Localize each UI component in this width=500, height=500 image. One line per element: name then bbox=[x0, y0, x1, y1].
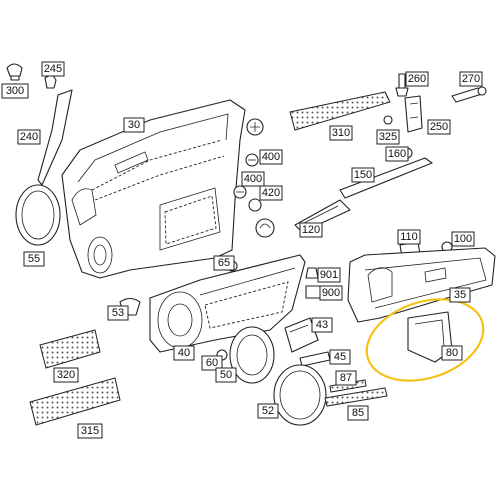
label-245[interactable]: 245 bbox=[41, 61, 65, 77]
svg-text:45: 45 bbox=[334, 351, 346, 363]
label-35[interactable]: 35 bbox=[449, 287, 471, 303]
label-901[interactable]: 901 bbox=[317, 267, 341, 283]
label-400-upper[interactable]: 400 bbox=[259, 149, 283, 165]
svg-text:315: 315 bbox=[81, 425, 99, 437]
svg-text:53: 53 bbox=[112, 307, 124, 319]
part-armrest-trim-150[interactable] bbox=[339, 157, 433, 199]
label-30[interactable]: 30 bbox=[123, 117, 145, 133]
svg-text:320: 320 bbox=[57, 369, 75, 381]
part-door-panel-40[interactable] bbox=[149, 254, 306, 353]
label-300[interactable]: 300 bbox=[1, 83, 29, 99]
label-100[interactable]: 100 bbox=[451, 231, 475, 247]
label-55[interactable]: 55 bbox=[23, 251, 45, 267]
svg-text:900: 900 bbox=[322, 287, 340, 299]
label-110[interactable]: 110 bbox=[397, 229, 421, 245]
svg-text:901: 901 bbox=[320, 269, 338, 281]
svg-text:300: 300 bbox=[6, 85, 24, 97]
label-400-lower[interactable]: 400 bbox=[241, 171, 265, 187]
svg-text:30: 30 bbox=[128, 119, 140, 131]
label-43[interactable]: 43 bbox=[311, 317, 333, 333]
label-40[interactable]: 40 bbox=[173, 345, 195, 361]
part-switch-400-lower[interactable] bbox=[233, 185, 247, 199]
svg-text:65: 65 bbox=[218, 257, 230, 269]
label-420[interactable]: 420 bbox=[259, 185, 283, 201]
label-65[interactable]: 65 bbox=[213, 255, 235, 271]
part-bracket-250[interactable] bbox=[404, 95, 423, 133]
label-900[interactable]: 900 bbox=[319, 285, 343, 301]
part-speaker-ring-52[interactable] bbox=[273, 364, 327, 426]
svg-text:87: 87 bbox=[340, 372, 352, 384]
label-53[interactable]: 53 bbox=[107, 305, 129, 321]
label-85[interactable]: 85 bbox=[347, 405, 369, 421]
part-grille-320[interactable] bbox=[39, 329, 101, 369]
svg-text:50: 50 bbox=[220, 369, 232, 381]
part-strip-85[interactable] bbox=[324, 387, 388, 407]
svg-text:245: 245 bbox=[44, 63, 62, 75]
svg-text:52: 52 bbox=[262, 405, 274, 417]
label-60[interactable]: 60 bbox=[201, 355, 223, 371]
part-screw-325[interactable] bbox=[383, 115, 393, 125]
label-45[interactable]: 45 bbox=[329, 349, 351, 365]
part-rear-door-panel-35[interactable] bbox=[347, 247, 496, 323]
label-250[interactable]: 250 bbox=[427, 119, 451, 135]
label-320[interactable]: 320 bbox=[53, 367, 79, 383]
svg-text:160: 160 bbox=[388, 148, 406, 160]
label-270[interactable]: 270 bbox=[459, 71, 483, 87]
label-315[interactable]: 315 bbox=[77, 423, 103, 439]
svg-text:260: 260 bbox=[408, 73, 426, 85]
svg-text:120: 120 bbox=[302, 224, 320, 236]
label-325[interactable]: 325 bbox=[376, 129, 400, 145]
part-grille-310[interactable] bbox=[289, 91, 391, 131]
label-87[interactable]: 87 bbox=[335, 370, 357, 386]
svg-text:100: 100 bbox=[454, 233, 472, 245]
part-clip-300[interactable] bbox=[6, 63, 23, 81]
svg-text:85: 85 bbox=[352, 407, 364, 419]
svg-text:55: 55 bbox=[28, 253, 40, 265]
part-switch-400-upper[interactable] bbox=[245, 118, 264, 167]
label-50[interactable]: 50 bbox=[215, 367, 237, 383]
part-switch-420[interactable] bbox=[248, 198, 275, 238]
svg-text:80: 80 bbox=[446, 347, 458, 359]
label-120[interactable]: 120 bbox=[299, 222, 323, 238]
svg-text:420: 420 bbox=[262, 187, 280, 199]
svg-text:310: 310 bbox=[332, 127, 350, 139]
svg-text:270: 270 bbox=[462, 73, 480, 85]
svg-text:240: 240 bbox=[20, 131, 38, 143]
label-310[interactable]: 310 bbox=[329, 125, 353, 141]
part-trim-45[interactable] bbox=[299, 351, 331, 367]
svg-text:150: 150 bbox=[354, 169, 372, 181]
label-150[interactable]: 150 bbox=[351, 167, 375, 183]
part-speaker-ring-50[interactable] bbox=[229, 326, 275, 384]
label-260[interactable]: 260 bbox=[405, 71, 429, 87]
svg-text:400: 400 bbox=[244, 173, 262, 185]
part-connector-901[interactable] bbox=[305, 267, 319, 279]
part-speaker-cover-55[interactable] bbox=[15, 184, 61, 246]
label-240[interactable]: 240 bbox=[17, 129, 41, 145]
part-bolt-270[interactable] bbox=[451, 86, 487, 103]
label-80[interactable]: 80 bbox=[441, 345, 463, 361]
svg-text:40: 40 bbox=[178, 347, 190, 359]
svg-text:110: 110 bbox=[400, 231, 418, 243]
label-160[interactable]: 160 bbox=[385, 146, 409, 162]
svg-text:35: 35 bbox=[454, 289, 466, 301]
svg-text:400: 400 bbox=[262, 151, 280, 163]
svg-text:325: 325 bbox=[379, 131, 397, 143]
part-switch-unit-43[interactable] bbox=[284, 317, 319, 353]
part-pin-260[interactable] bbox=[395, 73, 409, 97]
part-grille-315[interactable] bbox=[29, 377, 121, 426]
svg-text:250: 250 bbox=[430, 121, 448, 133]
label-52[interactable]: 52 bbox=[257, 403, 279, 419]
svg-text:43: 43 bbox=[316, 319, 328, 331]
svg-text:60: 60 bbox=[206, 357, 218, 369]
highlight-ring-80 bbox=[365, 298, 485, 382]
part-front-door-panel-30[interactable] bbox=[61, 99, 246, 279]
